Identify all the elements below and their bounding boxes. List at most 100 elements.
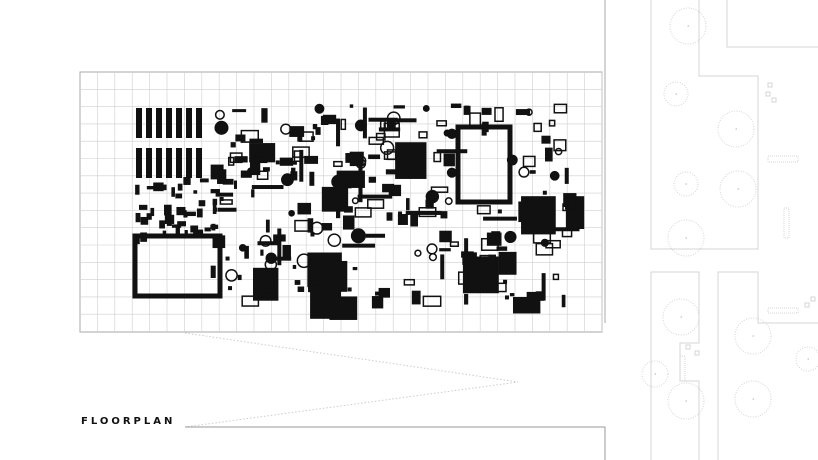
furniture-outline [545,239,561,249]
furniture-bar [375,291,380,296]
furniture-round [259,234,272,247]
furniture-round [351,197,359,205]
tree-circle [641,360,669,388]
furniture-block [304,155,319,164]
furniture-block [150,207,155,217]
furniture-outline [522,155,536,168]
furniture-round [310,221,324,235]
furniture-block [204,227,211,232]
furniture-bar [156,108,162,138]
furniture-bar [292,160,297,165]
furniture-outline [535,242,554,256]
furniture-block [393,105,405,109]
furniture-bar [225,256,230,261]
furniture-bar [146,148,152,178]
furniture-block [265,219,270,233]
furniture-block [262,167,270,172]
furniture-bar [215,192,234,197]
furniture-outline [461,251,474,258]
furniture-block [312,124,318,130]
furniture-block [211,223,216,231]
furniture-block [450,103,462,109]
furniture-round [518,166,530,178]
furniture-block [212,198,218,206]
furniture-outline [548,119,556,127]
furniture-block [411,290,421,305]
floorplan-label: FLOORPLAN [81,416,176,427]
furniture-block [162,230,167,234]
furniture-bar [464,238,469,271]
furniture-block [315,127,321,135]
furniture-block [541,135,551,144]
furniture-round [225,268,238,282]
furniture-block [321,223,333,231]
furniture-bar [196,108,202,138]
furniture-bar [136,148,142,178]
furniture-round [264,258,278,271]
furniture-bar [365,233,386,238]
furniture-outline [333,160,343,168]
tree-center [679,315,683,319]
tree-center [684,236,688,240]
furniture-bar [228,286,233,291]
furniture-bar [299,149,304,182]
furniture-block [291,167,296,177]
furniture-block [289,126,305,137]
furniture-round [443,129,451,137]
furniture-outline [430,186,449,193]
tree-circle [669,7,707,45]
furniture-block [496,246,508,251]
furniture-bar [275,160,280,165]
furniture-block [159,220,165,229]
furniture-outline [562,203,571,212]
furniture-block [388,184,402,197]
furniture-outline [293,150,303,162]
projection-lines [184,332,519,428]
furniture-block [263,274,274,289]
furniture-round [428,252,438,262]
furniture-block [297,202,312,215]
furniture-bar [176,148,182,178]
furniture-block [279,157,294,166]
furniture-block [515,109,531,116]
furniture-round [214,109,225,120]
tree-circle [667,219,705,257]
furniture-block [481,107,492,115]
furniture-block [175,193,183,199]
furniture-round [549,170,560,181]
furniture-block [282,244,291,258]
furniture-block [176,206,186,216]
furniture-outline [457,271,469,285]
furniture-round [426,243,438,255]
furniture-outline [219,199,233,205]
furniture-outline [449,241,459,247]
furniture-outline [383,122,400,138]
furniture-round [554,147,563,156]
furniture-block [251,189,255,198]
furniture-bar [251,185,284,190]
furniture-outline [533,122,542,133]
furniture-block [378,287,391,298]
furniture-block [185,211,196,217]
furniture-block [249,161,261,176]
furniture-bar [405,210,442,215]
furniture-bar [541,273,546,301]
furniture-block [183,213,188,218]
furniture-outline [253,156,268,164]
lower-frame [185,426,606,460]
furniture-bar [395,142,427,179]
furniture-bar [436,149,468,154]
furniture-block [535,291,544,301]
furniture-bar [518,201,523,223]
furniture-round [414,249,422,257]
furniture-bar [156,148,162,178]
furniture-block [386,121,396,130]
furniture-block [406,198,410,211]
furniture-block [488,254,496,268]
furniture-block [307,218,314,233]
furniture-round [327,233,342,248]
furniture-block [177,183,183,191]
furniture-bar [440,254,445,280]
tree-center [736,187,740,191]
